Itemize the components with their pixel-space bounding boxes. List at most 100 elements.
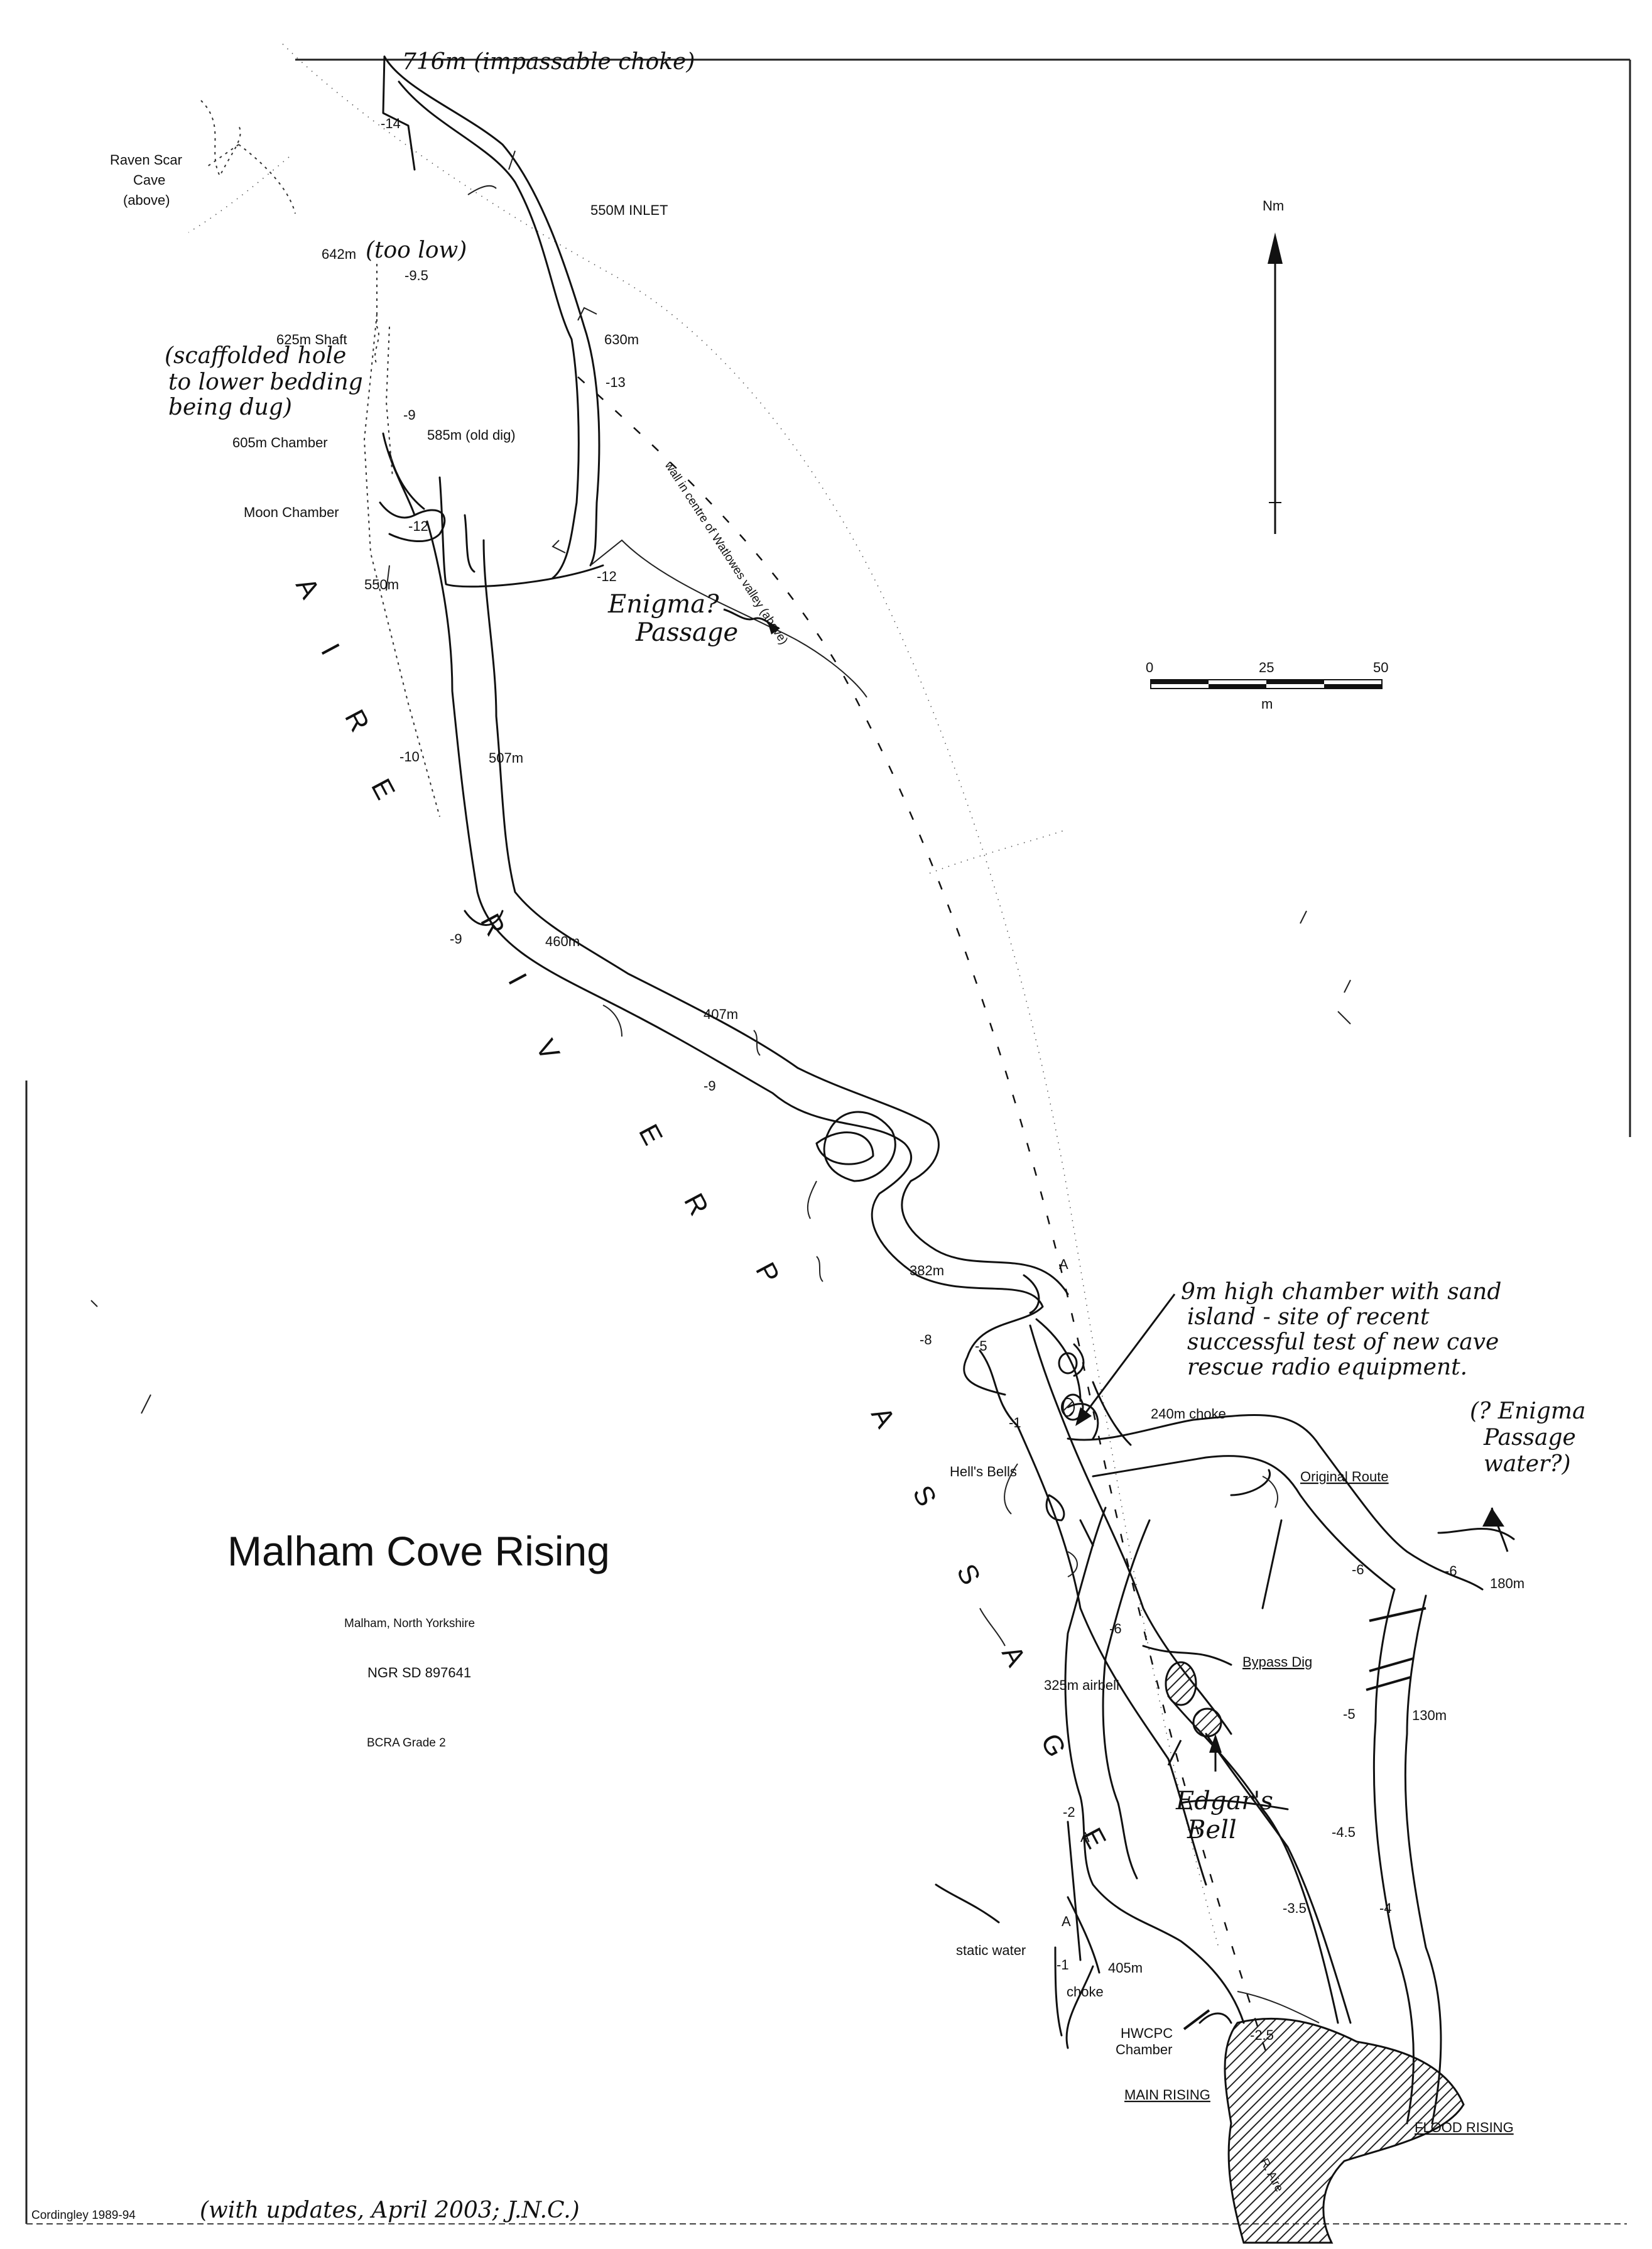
label-edgars-2: Bell xyxy=(1187,1816,1237,1844)
label-enigma-water-2: Passage xyxy=(1483,1425,1576,1451)
annotation-arrows xyxy=(723,608,1509,1772)
river-passage-letter: G xyxy=(1035,1729,1072,1763)
label-hwcpc-1: HWCPC xyxy=(1121,2025,1173,2041)
depth-9c: -9 xyxy=(704,1078,716,1094)
river-passage-letter: A xyxy=(865,1402,901,1434)
label-a-1: A xyxy=(1059,1256,1068,1272)
label-static-water: static water xyxy=(956,1942,1026,1958)
constrictions xyxy=(1183,1607,1426,2030)
river-passage-letter: I xyxy=(315,639,346,662)
label-405m: 405m xyxy=(1108,1960,1143,1976)
label-chamber-note-3: successful test of new cave xyxy=(1187,1329,1499,1355)
depth-3-5: -3.5 xyxy=(1283,1900,1307,1916)
label-chamber-note-2: island - site of recent xyxy=(1187,1304,1430,1330)
label-enigma-2: Passage xyxy=(635,618,738,647)
label-main-rising: MAIN RISING xyxy=(1124,2087,1210,2103)
map-title: Malham Cove Rising xyxy=(227,1528,610,1574)
river-passage-letter: E xyxy=(633,1119,669,1152)
wall-line xyxy=(577,376,1270,2061)
raven-scar-cave xyxy=(200,100,296,214)
label-scaffold-3: being dug) xyxy=(168,395,292,420)
depth-9-5: -9.5 xyxy=(405,268,428,283)
depth-10: -10 xyxy=(399,749,420,765)
page-border xyxy=(25,58,1631,2224)
label-605m-chamber: 605m Chamber xyxy=(232,435,328,450)
depth-6b: -6 xyxy=(1352,1562,1364,1577)
label-hells-bells: Hell's Bells xyxy=(950,1464,1017,1479)
label-moon-chamber: Moon Chamber xyxy=(244,504,339,520)
stray-marks xyxy=(90,910,1351,1414)
depth-5a: -5 xyxy=(975,1338,987,1354)
label-scaffold-2: to lower bedding xyxy=(168,369,363,395)
river-passage-letter: R xyxy=(678,1189,715,1222)
river-passage-letter: S xyxy=(950,1559,987,1591)
label-enigma-1: Enigma? xyxy=(607,590,719,619)
river-passage-letter: S xyxy=(906,1481,943,1513)
label-240m-choke: 240m choke xyxy=(1151,1406,1226,1422)
label-flood-rising: FLOOD RISING xyxy=(1415,2120,1514,2135)
map-ngr: NGR SD 897641 xyxy=(367,1665,471,1680)
label-407m: 407m xyxy=(704,1006,738,1022)
river-passage-letter: A xyxy=(996,1641,1032,1673)
label-550m: 550m xyxy=(364,577,399,592)
label-edgars-1: Edgar's xyxy=(1175,1787,1273,1816)
label-a-2: A xyxy=(1080,1829,1090,1845)
river-passage-letter: P xyxy=(749,1258,786,1290)
scale-unit: m xyxy=(1261,696,1273,712)
depth-13: -13 xyxy=(606,374,626,390)
river-passage-letter: R xyxy=(474,909,511,942)
depth-5b: -5 xyxy=(1343,1706,1356,1722)
depth-6a: -6 xyxy=(1109,1621,1122,1636)
label-460m: 460m xyxy=(545,934,580,949)
label-chamber-note-4: rescue radio equipment. xyxy=(1187,1354,1467,1380)
label-382m: 382m xyxy=(910,1263,944,1278)
river-passage-letter: E xyxy=(365,774,401,806)
map-credit: Cordingley 1989-94 xyxy=(31,2209,136,2222)
label-raven-scar-2: Cave xyxy=(133,172,165,188)
label-625m-shaft: 625m Shaft xyxy=(276,332,347,347)
river-passage-letter: V xyxy=(530,1035,566,1067)
label-scaffold-1: (scaffolded hole xyxy=(165,343,346,369)
label-585m-dig: 585m (old dig) xyxy=(427,427,516,443)
scale-mid: 25 xyxy=(1259,660,1274,675)
label-642m: 642m xyxy=(322,246,356,262)
north-arrow xyxy=(1268,232,1283,534)
label-chamber-note-1: 9m high chamber with sand xyxy=(1181,1279,1501,1305)
depth-2: -2 xyxy=(1063,1804,1075,1820)
label-180m: 180m xyxy=(1490,1576,1524,1591)
label-choke: choke xyxy=(1067,1984,1104,2000)
scale-max: 50 xyxy=(1373,660,1388,675)
passage-features xyxy=(602,1005,1320,2023)
depth-1b: -1 xyxy=(1057,1957,1069,1973)
north-label: Nm xyxy=(1263,198,1284,214)
label-630m: 630m xyxy=(604,332,639,347)
river-passage-letter: I xyxy=(502,969,533,991)
map-credit-update: (with updates, April 2003; J.N.C.) xyxy=(200,2197,580,2223)
upper-chambers xyxy=(363,150,867,817)
scale-bar xyxy=(1150,679,1383,689)
depth-9a: -9 xyxy=(403,407,416,423)
label-a-3: A xyxy=(1062,1914,1071,1929)
main-rising-pool xyxy=(1224,2018,1465,2244)
depth-2-5: -2.5 xyxy=(1250,2027,1274,2043)
depth-9b: -9 xyxy=(450,931,462,947)
label-325m-airbell: 325m airbell xyxy=(1044,1677,1119,1693)
label-130m: 130m xyxy=(1412,1707,1447,1723)
depth-4-5: -4.5 xyxy=(1332,1824,1356,1840)
label-original-route: Original Route xyxy=(1300,1469,1389,1484)
map-location: Malham, North Yorkshire xyxy=(344,1617,475,1630)
label-too-low: (too low) xyxy=(366,237,467,263)
river-passage-letter: R xyxy=(339,705,376,738)
depth-6c: -6 xyxy=(1445,1563,1457,1579)
depth-8: -8 xyxy=(920,1332,932,1348)
label-716m: 716m (impassable choke) xyxy=(402,49,695,75)
depth-4: -4 xyxy=(1379,1900,1392,1916)
label-enigma-water-3: water?) xyxy=(1484,1451,1571,1477)
depth-14: -14 xyxy=(381,116,401,131)
scale-zero: 0 xyxy=(1146,660,1153,675)
label-hwcpc-2: Chamber xyxy=(1116,2042,1172,2057)
depth-1a: -1 xyxy=(1009,1415,1021,1430)
label-bypass-dig: Bypass Dig xyxy=(1242,1654,1312,1670)
